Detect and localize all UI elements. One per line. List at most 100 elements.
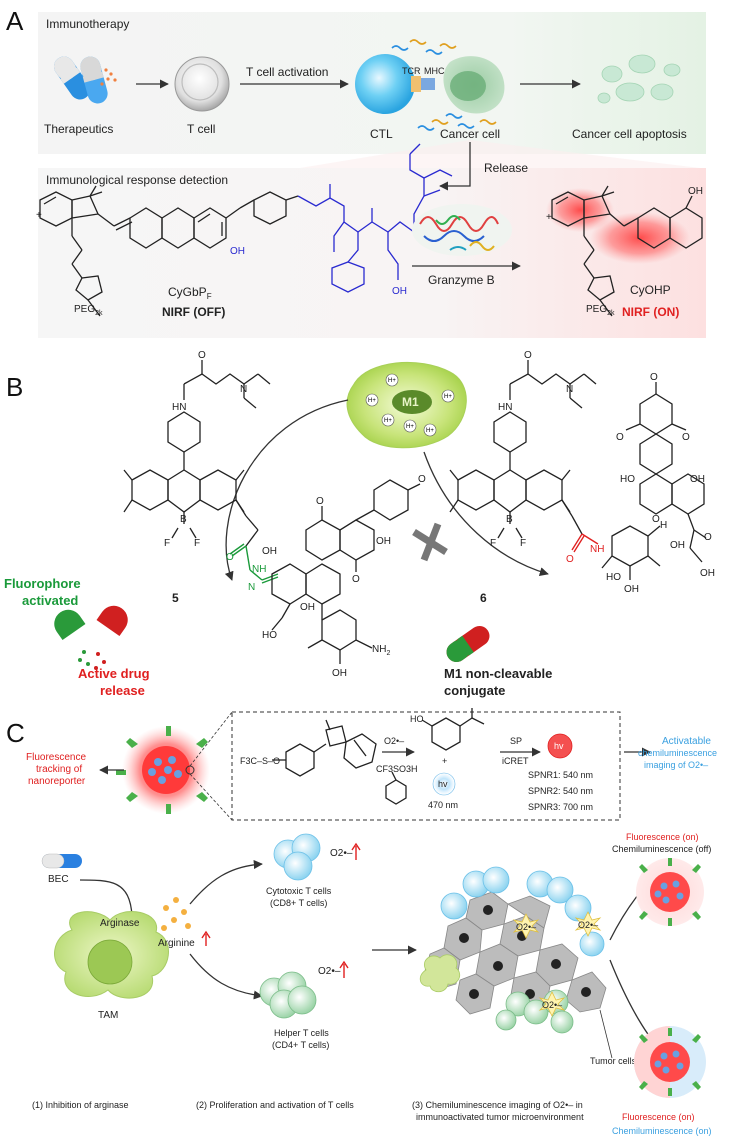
activatable-line2: chemiluminescence [638, 748, 717, 758]
granzyme-protein-icon [412, 204, 512, 256]
arginase-label: Arginase [100, 918, 140, 929]
release-label: Release [484, 161, 528, 175]
cytotoxic-line2: (CD8+ T cells) [270, 898, 327, 908]
svg-text:OH: OH [690, 474, 705, 485]
noncleavable-line1: M1 non-cleavable [444, 666, 552, 681]
svg-text:HO: HO [410, 714, 424, 724]
apoptosis-icon [597, 54, 681, 104]
svg-text:HO: HO [606, 572, 621, 583]
icret-label: iCRET [502, 756, 529, 766]
product-peg-label: PEG2k [586, 304, 615, 317]
helper-line2: (CD4+ T cells) [272, 1040, 329, 1050]
tcr-label: TCR [402, 66, 421, 76]
panel-c: C Fluorescence tracking of nanoreporter [6, 708, 717, 1136]
compound-6-structure [449, 360, 707, 580]
compound-6-label: 6 [480, 591, 487, 605]
t-cell-label: T cell [187, 122, 215, 136]
intact-capsule-icon [446, 625, 490, 663]
fl-on-label-2: Fluorescence (on) [622, 1112, 695, 1122]
probe-oh2-label: OH [392, 286, 407, 297]
svg-text:B: B [180, 514, 187, 525]
step2-caption: (2) Proliferation and activation of T ce… [196, 1100, 354, 1110]
svg-text:H: H [660, 520, 667, 531]
hv-470-icon [432, 772, 456, 796]
arginine-molecules [161, 897, 191, 931]
cytotoxic-line1: Cytotoxic T cells [266, 886, 332, 896]
svg-text:O: O [524, 350, 532, 361]
svg-text:+: + [442, 756, 447, 766]
immunotherapy-title: Immunotherapy [46, 17, 129, 31]
arginine-label: Arginine [158, 938, 195, 949]
svg-text:O: O [704, 532, 712, 543]
panel-b: B M1 H+ H+ H+ H+ H+ H+ [4, 350, 715, 698]
t-cell-icon [174, 56, 230, 112]
fluorescence-tracking-line2: tracking of [36, 764, 82, 775]
bec-inhibition-line [79, 879, 133, 917]
dioxetane-structure [272, 719, 377, 777]
panel-b-letter: B [6, 372, 23, 402]
svg-text:N: N [566, 384, 573, 395]
probe-oh-label: OH [230, 246, 245, 257]
svg-text:OH: OH [376, 536, 391, 547]
noncleavable-line2: conjugate [444, 683, 505, 698]
tumor-o2-label-2: O2•– [578, 920, 598, 930]
svg-text:OH: OH [700, 568, 715, 579]
svg-text:O: O [616, 432, 624, 443]
svg-text:hv: hv [554, 741, 564, 751]
svg-text:OH: OH [670, 540, 685, 551]
helper-t-cells-icon [259, 971, 317, 1019]
helper-line1: Helper T cells [274, 1028, 329, 1038]
svg-text:O: O [352, 574, 360, 585]
tumor-o2-label-3: O2•– [542, 1000, 562, 1010]
step1-caption: (1) Inhibition of arginase [32, 1100, 129, 1110]
svg-text:N: N [248, 582, 255, 593]
svg-text:N: N [240, 384, 247, 395]
probe-state: NIRF (OFF) [162, 305, 225, 319]
svg-text:HN: HN [172, 402, 186, 413]
fluorescence-tracking-line3: nanoreporter [28, 776, 86, 787]
svg-text:O: O [198, 350, 206, 361]
svg-text:H+: H+ [388, 378, 396, 384]
svg-text:HN: HN [498, 402, 512, 413]
ctl-cell-icon [355, 54, 415, 114]
activatable-line3: imaging of O2•– [644, 760, 708, 770]
svg-text:H+: H+ [426, 428, 434, 434]
therapeutics-label: Therapeutics [44, 122, 113, 136]
capsule-icon [53, 56, 117, 104]
cytotoxic-o2-label: O2•– [330, 848, 353, 859]
helper-o2-label: O2•– [318, 966, 341, 977]
spnr3-label: SPNR3: 700 nm [528, 802, 593, 812]
svg-text:O: O [566, 554, 574, 565]
release-arrow [439, 142, 471, 191]
product-name: CyOHP [630, 283, 671, 297]
product-oh-label: OH [688, 186, 703, 197]
fluorophore-activated-line1: Fluorophore [4, 576, 81, 591]
panel-a-letter: A [6, 6, 24, 36]
adamantanone-structure [385, 771, 407, 805]
svg-text:+: + [36, 210, 42, 221]
svg-text:OH: OH [300, 602, 315, 613]
compound-5-label: 5 [172, 591, 179, 605]
o2-reactant-label: O2•– [384, 736, 404, 746]
cyohp-structure [546, 185, 703, 317]
blocked-x-icon [412, 522, 448, 562]
sp-label: SP [510, 736, 522, 746]
active-drug-line2: release [100, 683, 145, 698]
arrow-to-cytotoxic [189, 859, 263, 905]
m1-nucleus [392, 390, 432, 414]
active-drug-line1: Active drug [78, 666, 150, 681]
detection-background-wedge [300, 140, 700, 168]
tam-label: TAM [98, 1010, 118, 1021]
cl-on-label: Chemiluminescence (on) [612, 1126, 712, 1136]
fl-on-label-1: Fluorescence (on) [626, 832, 699, 842]
cl-off-label: Chemiluminescence (off) [612, 844, 711, 854]
step3-caption-line1: (3) Chemiluminescence imaging of O2•– in [412, 1100, 583, 1110]
cancer-cell-label: Cancer cell [440, 127, 500, 141]
hv-red-icon [547, 733, 573, 759]
cytotoxic-t-cells-icon [273, 833, 321, 881]
triflate-label: F3C–S–O [240, 756, 280, 766]
nm470-label: 470 nm [428, 800, 458, 810]
apoptosis-label: Cancer cell apoptosis [572, 127, 687, 141]
svg-text:HO: HO [262, 630, 277, 641]
